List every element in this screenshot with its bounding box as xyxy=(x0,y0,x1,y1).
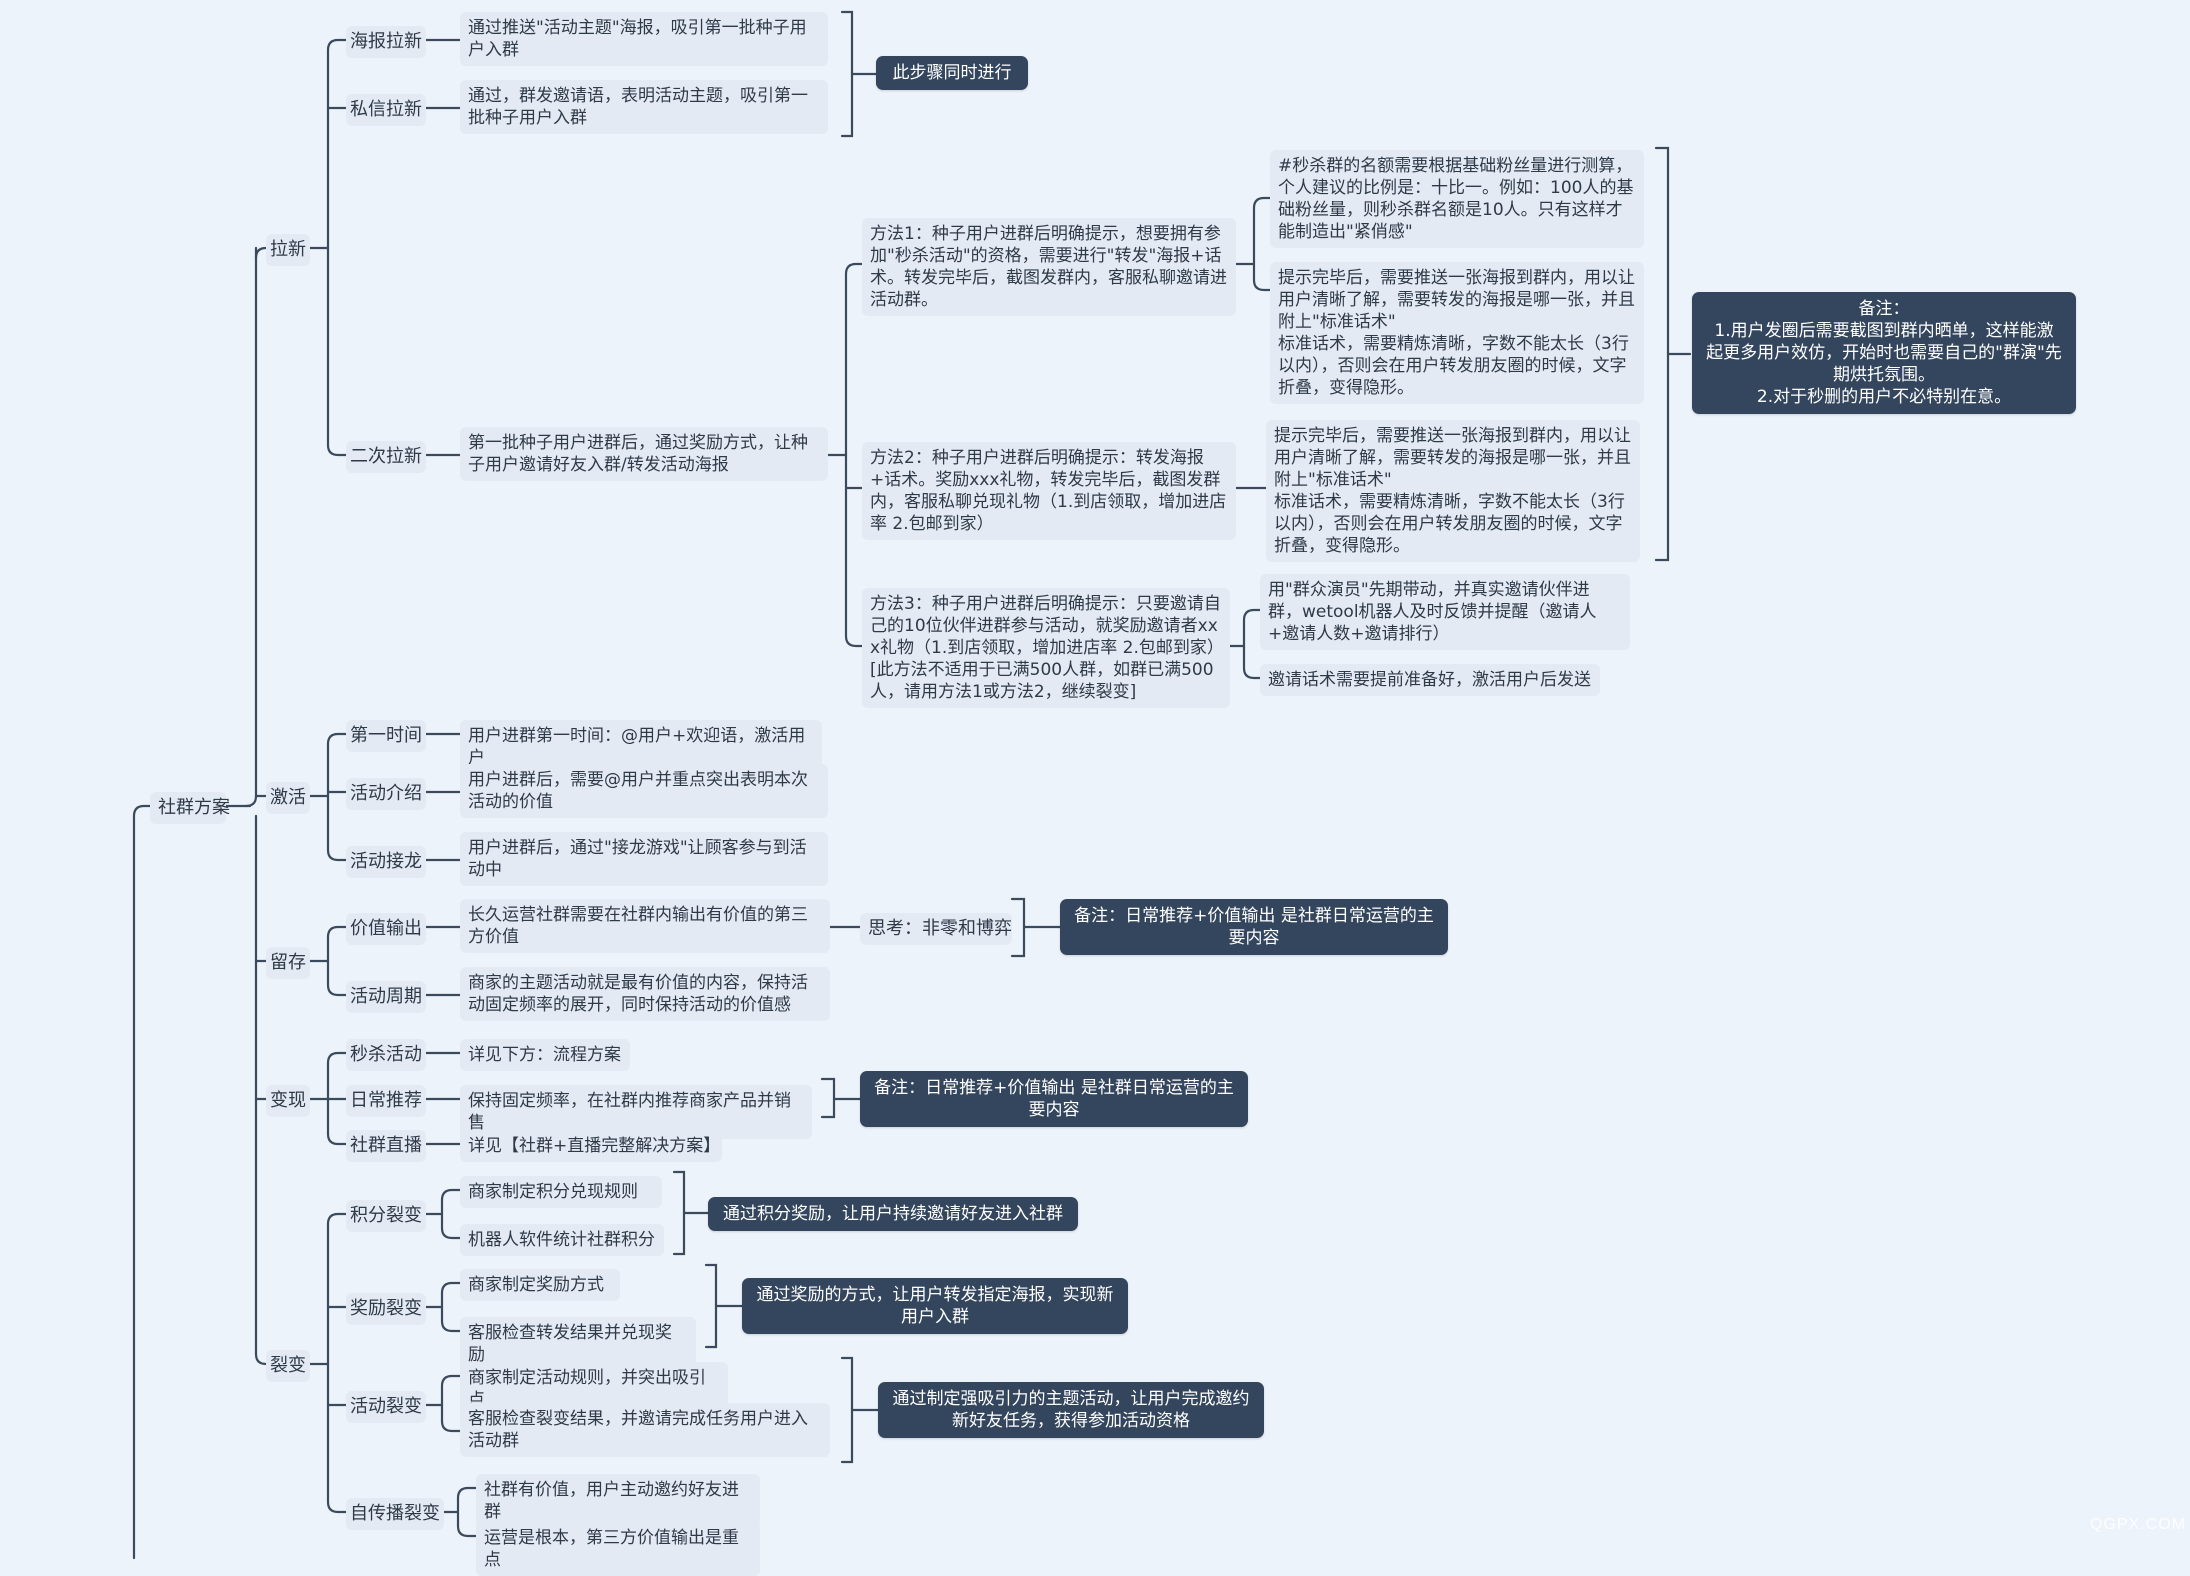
sync-note[interactable]: 此步骤同时进行 xyxy=(876,56,1028,90)
topic-liucun[interactable]: 留存 xyxy=(266,947,310,979)
method2[interactable]: 方法2：种子用户进群后明确提示：转发海报+话术。奖励xxx礼物，转发完毕后，截图… xyxy=(862,442,1236,540)
activity-jielong-desc[interactable]: 用户进群后，通过"接龙游戏"让顾客参与到活动中 xyxy=(460,832,828,886)
erci-desc[interactable]: 第一批种子用户进群后，通过奖励方式，让种子用户邀请好友入群/转发活动海报 xyxy=(460,427,828,481)
topic-jihuo[interactable]: 激活 xyxy=(266,782,310,814)
method1[interactable]: 方法1：种子用户进群后明确提示，想要拥有参加"秒杀活动"的资格，需要进行"转发"… xyxy=(862,218,1236,316)
jiangli-rule[interactable]: 商家制定奖励方式 xyxy=(460,1269,620,1301)
method1-note-poster[interactable]: 提示完毕后，需要推送一张海报到群内，用以让用户清晰了解，需要转发的海报是哪一张，… xyxy=(1270,262,1644,404)
topic-huodong[interactable]: 活动裂变 xyxy=(346,1391,426,1423)
bianxian-remark[interactable]: 备注：日常推荐+价值输出 是社群日常运营的主要内容 xyxy=(860,1071,1248,1127)
root-node[interactable]: 社群方案 xyxy=(150,792,230,824)
haibao-desc[interactable]: 通过推送"活动主题"海报，吸引第一批种子用户入群 xyxy=(460,12,828,66)
topic-zichuan[interactable]: 自传播裂变 xyxy=(346,1498,444,1530)
topic-miaosha[interactable]: 秒杀活动 xyxy=(346,1039,426,1071)
jifen-remark[interactable]: 通过积分奖励，让用户持续邀请好友进入社群 xyxy=(708,1197,1078,1231)
method3-note-actors[interactable]: 用"群众演员"先期带动，并真实邀请伙伴进群，wetool机器人及时反馈并提醒（邀… xyxy=(1260,574,1630,650)
method3[interactable]: 方法3：种子用户进群后明确提示：只要邀请自己的10位伙伴进群参与活动，就奖励邀请… xyxy=(862,588,1230,708)
topic-live[interactable]: 社群直播 xyxy=(346,1130,426,1162)
live-desc[interactable]: 详见【社群+直播完整解决方案】 xyxy=(460,1130,722,1162)
topic-bianxian[interactable]: 变现 xyxy=(266,1085,310,1117)
topic-activity-intro[interactable]: 活动介绍 xyxy=(346,778,426,810)
activity-intro-desc[interactable]: 用户进群后，需要@用户并重点突出表明本次活动的价值 xyxy=(460,764,828,818)
laxin-remark[interactable]: 备注： 1.用户发圈后需要截图到群内晒单，这样能激起更多用户效仿，开始时也需要自… xyxy=(1692,292,2076,414)
huodong-check[interactable]: 客服检查裂变结果，并邀请完成任务用户进入活动群 xyxy=(460,1403,830,1457)
liucun-remark[interactable]: 备注：日常推荐+价值输出 是社群日常运营的主要内容 xyxy=(1060,899,1448,955)
topic-activity-jielong[interactable]: 活动接龙 xyxy=(346,846,426,878)
method3-note-script[interactable]: 邀请话术需要提前准备好，激活用户后发送 xyxy=(1260,664,1600,696)
topic-erci-laxin[interactable]: 二次拉新 xyxy=(346,441,426,473)
topic-value-output[interactable]: 价值输出 xyxy=(346,913,426,945)
topic-laxin[interactable]: 拉新 xyxy=(266,234,310,266)
topic-jiangli[interactable]: 奖励裂变 xyxy=(346,1293,426,1325)
topic-haibao-laxin[interactable]: 海报拉新 xyxy=(346,26,426,58)
zichuan-value[interactable]: 社群有价值，用户主动邀约好友进群 xyxy=(476,1474,760,1528)
method1-note-quota[interactable]: #秒杀群的名额需要根据基础粉丝量进行测算，个人建议的比例是：十比一。例如：100… xyxy=(1270,150,1644,248)
huodong-remark[interactable]: 通过制定强吸引力的主题活动，让用户完成邀约新好友任务，获得参加活动资格 xyxy=(878,1382,1264,1438)
topic-daily-recommend[interactable]: 日常推荐 xyxy=(346,1085,426,1117)
topic-first-time[interactable]: 第一时间 xyxy=(346,720,426,752)
sixin-desc[interactable]: 通过，群发邀请语，表明活动主题，吸引第一批种子用户入群 xyxy=(460,80,828,134)
miaosha-desc[interactable]: 详见下方：流程方案 xyxy=(460,1039,630,1071)
jifen-rule[interactable]: 商家制定积分兑现规则 xyxy=(460,1176,662,1208)
topic-activity-cycle[interactable]: 活动周期 xyxy=(346,981,426,1013)
value-output-desc[interactable]: 长久运营社群需要在社群内输出有价值的第三方价值 xyxy=(460,899,830,953)
topic-jifen[interactable]: 积分裂变 xyxy=(346,1200,426,1232)
topic-liebian[interactable]: 裂变 xyxy=(266,1350,310,1382)
think-node[interactable]: 思考：非零和博弈 xyxy=(860,913,1012,945)
jiangli-remark[interactable]: 通过奖励的方式，让用户转发指定海报，实现新用户入群 xyxy=(742,1278,1128,1334)
topic-sixin-laxin[interactable]: 私信拉新 xyxy=(346,94,426,126)
method2-note-poster[interactable]: 提示完毕后，需要推送一张海报到群内，用以让用户清晰了解，需要转发的海报是哪一张，… xyxy=(1266,420,1640,562)
jifen-robot[interactable]: 机器人软件统计社群积分 xyxy=(460,1224,664,1256)
zichuan-ops[interactable]: 运营是根本，第三方价值输出是重点 xyxy=(476,1522,760,1576)
activity-cycle-desc[interactable]: 商家的主题活动就是最有价值的内容，保持活动固定频率的展开，同时保持活动的价值感 xyxy=(460,967,830,1021)
watermark: QGPX.COM xyxy=(2089,1516,2186,1533)
